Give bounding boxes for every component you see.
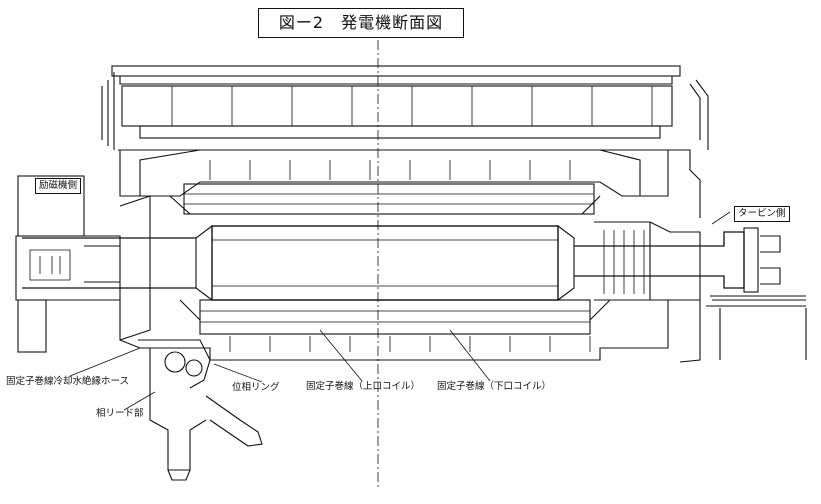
cooler-housing	[101, 65, 709, 150]
upper-coil-label: 固定子巻線（上口コイル）	[306, 381, 421, 392]
stator-hose-label: 固定子巻線冷却水絶縁ホース	[6, 376, 130, 387]
rotor	[195, 225, 575, 301]
stator-core-lower	[179, 299, 611, 335]
phase-ring-label: 位相リング	[232, 382, 280, 393]
stator-core-upper	[169, 183, 601, 215]
exciter-side-bearing	[15, 175, 151, 353]
turbine-side-label: タービン側	[734, 206, 790, 222]
figure-title: 図ー2 発電機断面図	[258, 8, 464, 38]
lower-coil-label: 固定子巻線（下口コイル）	[437, 381, 552, 392]
shaft	[22, 227, 781, 293]
phase-lead-assembly	[138, 339, 263, 481]
leader-lines	[69, 211, 731, 411]
exciter-side-label: 励磁機側	[35, 178, 82, 194]
turbine-side-bearing	[594, 221, 807, 360]
stator-frame	[118, 149, 701, 363]
phase-lead-label: 相リード部	[96, 408, 144, 419]
